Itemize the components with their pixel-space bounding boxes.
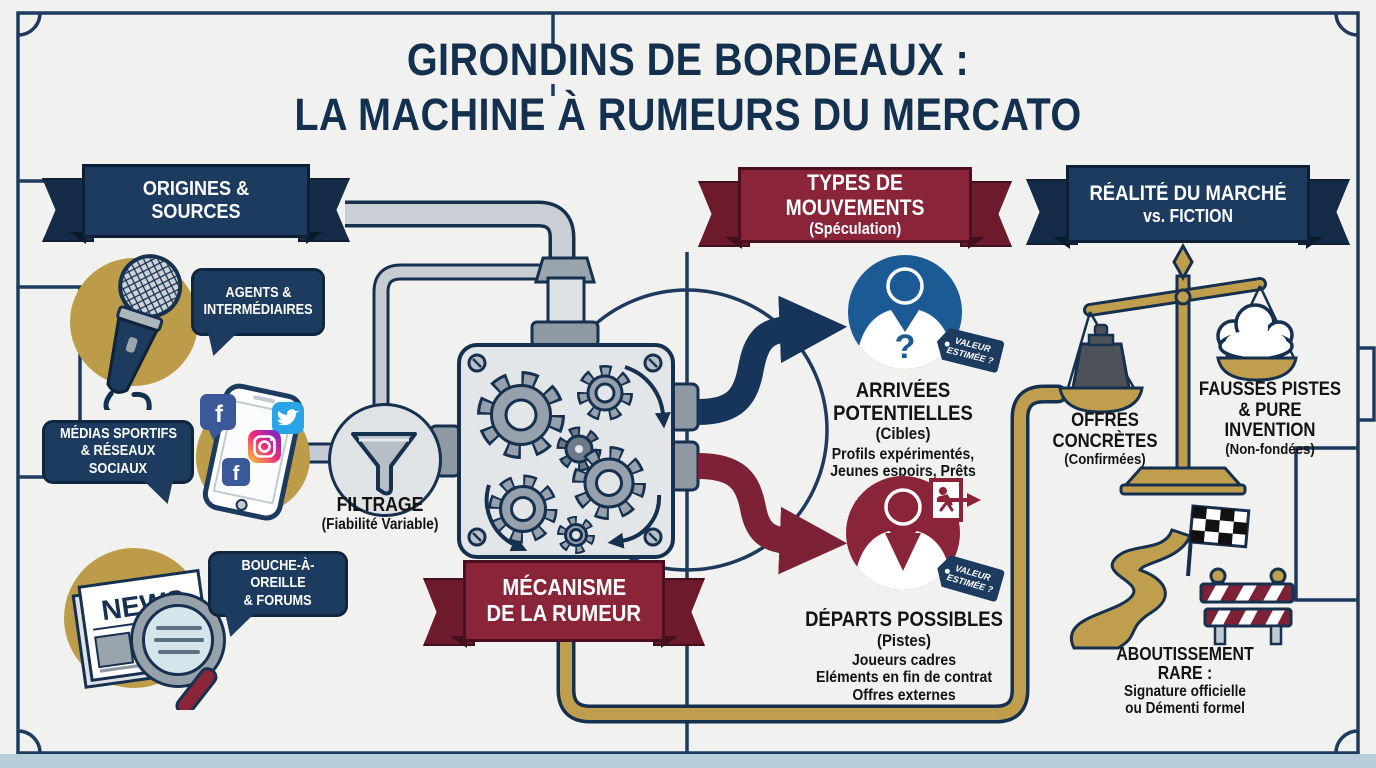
facebook-app-icon: f	[222, 458, 250, 486]
title-line-2: LA MACHINE À RUMEURS DU MERCATO	[294, 88, 1082, 140]
agents-bubble: AGENTS & INTERMÉDIAIRES	[191, 268, 325, 336]
mechanism-banner-line2: DE LA RUMEUR	[486, 600, 642, 626]
arrivals-title: ARRIVÉES POTENTIELLES	[833, 379, 973, 425]
question-mark: ?	[895, 328, 916, 366]
newspaper-magnifier-icon: NEWS	[71, 568, 226, 710]
filter-circle	[328, 403, 442, 517]
bouche-line2: & FORUMS	[243, 592, 313, 609]
agents-line1: AGENTS &	[225, 284, 291, 301]
gear-top-right	[577, 365, 633, 421]
checkered-flag-icon	[1186, 504, 1251, 577]
winding-road	[1069, 528, 1193, 650]
filter-label-block: FILTRAGE (Fiabilité Variable)	[290, 494, 470, 533]
twitter-icon	[272, 402, 304, 434]
gear-right	[572, 446, 646, 520]
outcome-text-block: ABOUTISSEMENT RARE : Signature officiell…	[1080, 644, 1290, 717]
gear-bottom-small	[557, 516, 595, 554]
exit-door-icon	[929, 478, 981, 522]
departures-player-icon	[846, 476, 981, 590]
scale-beam	[1083, 277, 1267, 317]
smartphone-social-icon: f f	[200, 383, 304, 521]
filter-sublabel: (Fiabilité Variable)	[321, 515, 439, 533]
departures-text-block: DÉPARTS POSSIBLES (Pistes) Joueurs cadre…	[782, 608, 1026, 704]
movements-banner-line2: (Spéculation)	[809, 220, 901, 239]
departures-sub: (Pistes)	[876, 630, 932, 650]
bottom-strip	[0, 754, 1376, 768]
outcome-line3: ou Démenti formel	[1125, 699, 1245, 717]
agents-line2: INTERMÉDIAIRES	[203, 302, 313, 318]
barrier-icon	[1199, 567, 1295, 646]
scale-stand	[1119, 242, 1247, 496]
reality-banner-line1: RÉALITÉ DU MARCHÉ	[1089, 182, 1287, 206]
filter-label: FILTRAGE	[336, 494, 424, 516]
medias-bubble: MÉDIAS SPORTIFS & RÉSEAUX SOCIAUX	[42, 420, 194, 484]
arrivals-player-icon: ?	[848, 255, 962, 369]
instagram-icon	[248, 430, 281, 463]
departures-arrow	[697, 453, 848, 575]
rumour-machine	[457, 343, 675, 559]
outcome-line1: ABOUTISSEMENT RARE :	[1116, 644, 1254, 684]
svg-text:f: f	[215, 401, 224, 428]
scale-right-pan-cloud	[1216, 285, 1298, 382]
arrivals-text-block: ARRIVÉES POTENTIELLES (Cibles) Profils e…	[790, 379, 1016, 480]
mechanism-banner-line1: MÉCANISME	[502, 574, 626, 601]
thin-pipe	[372, 263, 547, 432]
outcome-line2: Signature officielle	[1123, 682, 1247, 700]
main-pipe	[345, 200, 600, 348]
reality-banner-line2: vs. FICTION	[1143, 205, 1233, 226]
offers-text-block: OFFRES CONCRÈTES (Confirmées)	[1039, 410, 1171, 469]
reality-banner: RÉALITÉ DU MARCHÉ vs. FICTION	[1026, 165, 1350, 265]
balance-scale-icon	[1058, 242, 1298, 496]
departures-title: DÉPARTS POSSIBLES	[805, 608, 1003, 631]
fakes-line3: (Non-fondées)	[1225, 440, 1315, 458]
gears-icon	[467, 353, 671, 554]
offers-line2: CONCRÈTES	[1052, 430, 1158, 452]
mechanism-banner: MÉCANISME DE LA RUMEUR	[423, 560, 705, 660]
arrivals-line2: Jeunes espoirs, Prêts	[830, 462, 976, 480]
facebook-bubble-icon: f	[200, 394, 236, 440]
movements-banner: TYPES DE MOUVEMENTS (Spéculation)	[698, 167, 1012, 267]
bouche-bubble: BOUCHE-À-OREILLE & FORUMS	[208, 551, 348, 617]
arrivals-arrow	[697, 295, 848, 425]
gold-pipe	[556, 384, 1068, 724]
offers-line1: OFFRES	[1071, 410, 1139, 431]
microphone-icon	[103, 254, 183, 410]
scale-left-pan	[1058, 311, 1144, 414]
road-flag-barrier-icon	[1069, 504, 1295, 650]
screws	[467, 353, 663, 547]
medias-line2: & RÉSEAUX SOCIAUX	[80, 443, 156, 477]
rotation-arrows	[484, 365, 671, 552]
gear-large	[477, 371, 565, 459]
gear-bottom-left	[488, 474, 558, 544]
page-title: GIRONDINS DE BORDEAUX : LA MACHINE À RUM…	[238, 33, 1138, 143]
movements-banner-line1: TYPES DE MOUVEMENTS	[785, 170, 925, 220]
origins-banner-label: ORIGINES & SOURCES	[142, 177, 250, 223]
fakes-line2: & PURE INVENTION	[1224, 399, 1316, 442]
bouche-line1: BOUCHE-À-OREILLE	[241, 558, 315, 592]
medias-line1: MÉDIAS SPORTIFS	[59, 426, 177, 443]
svg-text:f: f	[233, 463, 240, 485]
fakes-text-block: FAUSSES PISTES & PURE INVENTION (Non-fon…	[1186, 379, 1354, 458]
departures-line2: Eléments en fin de contrat	[815, 669, 993, 687]
origins-banner: ORIGINES & SOURCES	[42, 164, 350, 260]
departures-line1: Joueurs cadres	[851, 652, 957, 670]
funnel-icon	[351, 432, 417, 496]
fakes-line1: FAUSSES PISTES	[1198, 379, 1342, 400]
title-line-1: GIRONDINS DE BORDEAUX :	[406, 34, 970, 85]
arrivals-line1: Profils expérimentés,	[831, 445, 975, 463]
offers-line3: (Confirmées)	[1064, 451, 1146, 469]
arrivals-sub: (Cibles)	[875, 424, 931, 444]
departures-line3: Offres externes	[852, 686, 956, 704]
magnifier-icon	[130, 592, 226, 710]
